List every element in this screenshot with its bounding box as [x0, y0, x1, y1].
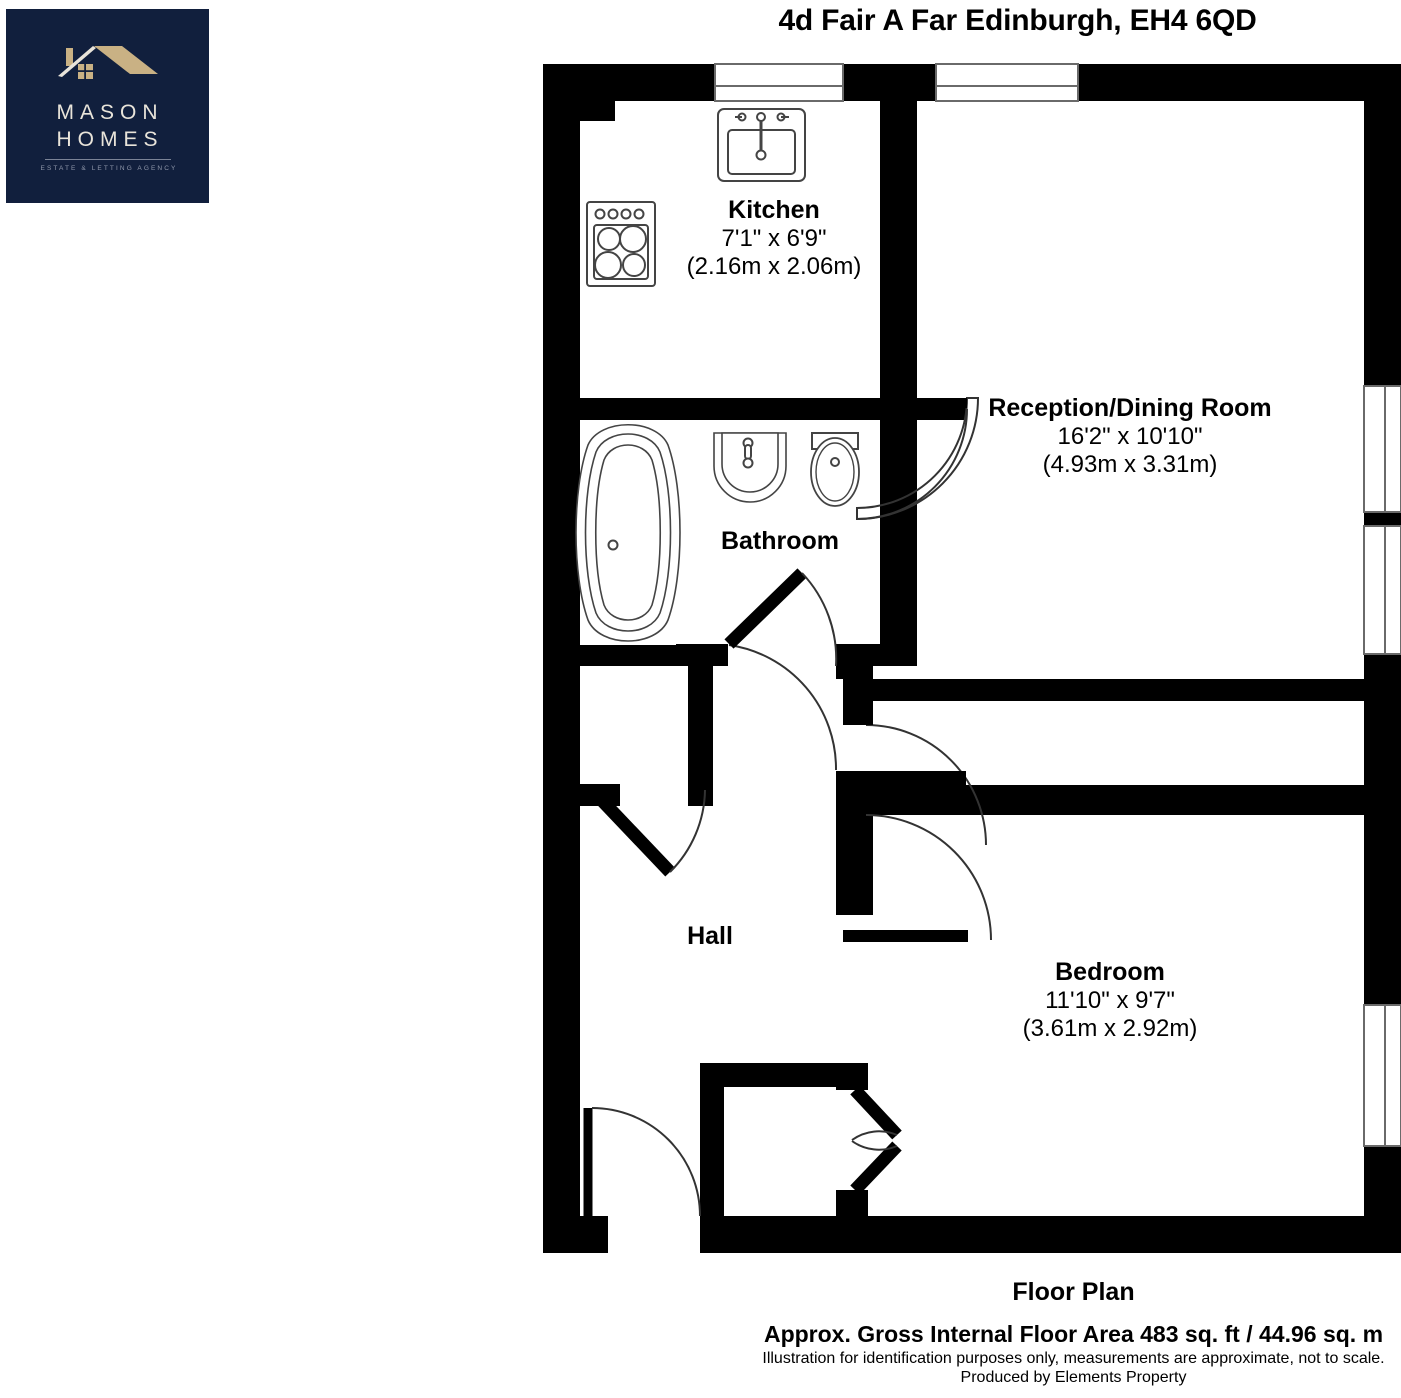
- wall-store-jamb-bottom: [836, 1190, 868, 1216]
- washbasin-icon: [713, 432, 787, 503]
- footer-area-line: Approx. Gross Internal Floor Area 483 sq…: [763, 1321, 1384, 1347]
- footer-disclaimer: Illustration for identification purposes…: [762, 1350, 1385, 1367]
- wall-hall-reception-stub: [836, 644, 873, 679]
- wall-top-right: [1078, 64, 1364, 101]
- wall-bottom-left: [543, 1216, 608, 1253]
- room-dim-metric-bedroom: (3.61m x 2.92m): [1022, 1014, 1198, 1042]
- window-reception-top: [935, 63, 1079, 102]
- room-name-hall: Hall: [687, 922, 733, 950]
- page-title: 4d Fair A Far Edinburgh, EH4 6QD: [0, 4, 1401, 38]
- doors-group: [583, 397, 992, 1217]
- page-title-text: 4d Fair A Far Edinburgh, EH4 6QD: [778, 4, 1257, 37]
- room-dim-metric-reception: (4.93m x 3.31m): [1042, 450, 1218, 478]
- room-dim-imperial-bedroom: 11'10" x 9'7": [1045, 987, 1175, 1014]
- house-roof-icon: [57, 46, 158, 80]
- logo-text-mason: MASON: [56, 101, 164, 125]
- wall-left-exterior: [543, 64, 580, 1253]
- footer: Floor Plan Approx. Gross Internal Floor …: [0, 1278, 1401, 1387]
- door-cupboard: [587, 785, 706, 877]
- toilet-icon: [810, 432, 860, 507]
- logo-tagline: ESTATE & LETTING AGENCY: [40, 164, 178, 172]
- wall-bottom-main: [700, 1216, 1401, 1253]
- wall-kitchen-right: [880, 101, 917, 398]
- wall-bath-partition-top: [676, 398, 684, 420]
- sink-icon: [717, 108, 806, 182]
- room-name-kitchen: Kitchen: [728, 196, 820, 224]
- door-kitchen: [856, 397, 980, 521]
- door-bedroom: [836, 771, 992, 942]
- door-reception: [843, 701, 987, 846]
- room-name-reception: Reception/Dining Room: [988, 394, 1272, 422]
- wall-top-pier: [843, 64, 936, 101]
- wall-bathroom-bottom-left: [580, 644, 728, 666]
- door-bathroom: [724, 568, 838, 771]
- footer-plan-title: Floor Plan: [1012, 1278, 1135, 1306]
- room-dim-imperial-reception: 16'2" x 10'10": [1057, 423, 1203, 450]
- wall-left-step: [580, 64, 615, 121]
- room-dim-metric-kitchen: (2.16m x 2.06m): [686, 252, 862, 280]
- room-name-bathroom: Bathroom: [720, 527, 840, 555]
- wall-right-upper: [1364, 64, 1401, 386]
- room-label-bedroom: Bedroom 11'10" x 9'7" (3.61m x 2.92m): [940, 958, 1280, 1043]
- room-label-reception: Reception/Dining Room 16'2" x 10'10" (4.…: [860, 394, 1400, 479]
- fixtures-group: [575, 108, 860, 645]
- room-dim-imperial-kitchen: 7'1" x 6'9": [721, 225, 827, 252]
- logo-inner: MASON HOMES ESTATE & LETTING AGENCY: [33, 40, 183, 172]
- wall-cupboard-bottom-right: [688, 784, 713, 806]
- logo-divider: [44, 158, 171, 160]
- bathtub-icon: [575, 420, 681, 645]
- door-bifold-bedroom: [850, 1085, 902, 1195]
- walls-group: [543, 64, 1401, 1253]
- wall-store-jamb-top: [836, 1063, 868, 1090]
- wall-cupboard-right: [688, 666, 713, 796]
- door-entrance: [583, 1107, 701, 1217]
- wall-kitchen-bottom: [580, 398, 917, 420]
- wall-bedroom-top: [843, 785, 1364, 815]
- wall-store-left: [700, 1063, 724, 1221]
- room-label-hall: Hall: [600, 922, 820, 951]
- window-bedroom: [1363, 1004, 1401, 1147]
- footer-inner: Floor Plan Approx. Gross Internal Floor …: [762, 1278, 1384, 1387]
- window-reception-right-a: [1363, 385, 1401, 513]
- hob-icon: [586, 201, 656, 287]
- wall-right-mid: [1364, 654, 1401, 1005]
- window-reception-right-b: [1363, 525, 1401, 655]
- windows-group: [714, 63, 1401, 1147]
- wall-reception-bottom: [843, 679, 1364, 701]
- window-kitchen: [714, 63, 844, 102]
- agency-logo: MASON HOMES ESTATE & LETTING AGENCY: [6, 9, 209, 203]
- footer-producer: Produced by Elements Property: [960, 1369, 1187, 1386]
- room-name-bedroom: Bedroom: [1055, 958, 1165, 986]
- room-label-bathroom: Bathroom: [640, 527, 920, 556]
- room-label-kitchen: Kitchen 7'1" x 6'9" (2.16m x 2.06m): [604, 196, 944, 281]
- wall-bathroom-right: [880, 420, 917, 666]
- floor-plan-drawing: [543, 63, 1401, 1253]
- wall-right-mullion: [1364, 512, 1401, 526]
- logo-text-homes: HOMES: [56, 127, 164, 151]
